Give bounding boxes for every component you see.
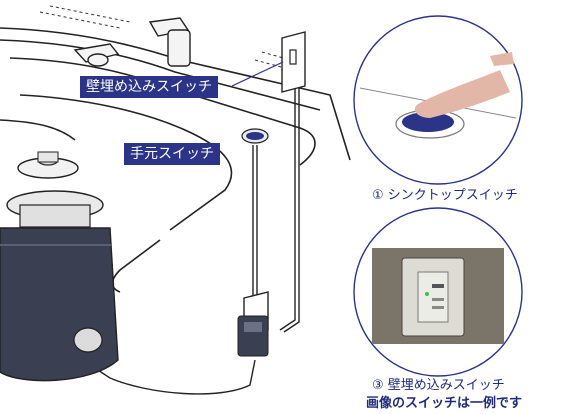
faucet [73,17,191,67]
detail-circle-wall [353,207,523,377]
wall-outlet [237,291,269,357]
wiring [74,88,300,395]
detail-circle-sinktop [353,15,523,185]
leader-line-wall [231,61,284,87]
wall-switch-label: 壁埋め込みスイッチ [80,76,218,98]
caption-wall-embedded: ③ 壁埋め込みスイッチ [372,378,505,393]
disposer-unit [0,190,119,382]
hand-switch [241,128,269,144]
hand-switch-label: 手元スイッチ [124,143,220,165]
wall-switch-plate [281,31,306,93]
disposer-lid [17,151,79,179]
caption-note: 画像のスイッチは一例です [366,396,523,411]
caption-sinktop: ① シンクトップスイッチ [372,188,518,203]
